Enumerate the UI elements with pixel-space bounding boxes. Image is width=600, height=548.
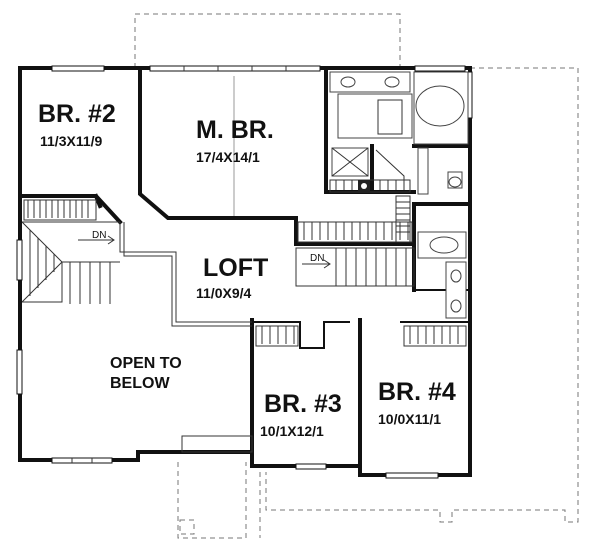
master-bath-fixtures (329, 71, 469, 195)
br4-name: BR. #4 (378, 378, 456, 406)
hall-bath-fixtures (417, 231, 467, 319)
br3-name: BR. #3 (264, 390, 342, 418)
br2-name: BR. #2 (38, 100, 116, 128)
windows (16, 65, 473, 479)
open-to-below-line2: BELOW (110, 375, 170, 392)
br3-dims: 10/1X12/1 (260, 423, 324, 439)
open-to-below-line1: OPEN TO (110, 355, 182, 372)
left-stair-dn-label: DN (92, 230, 106, 241)
br2-dims: 11/3X11/9 (40, 133, 103, 149)
mbr-dims: 17/4X14/1 (196, 149, 260, 165)
left-stair: DN (21, 221, 120, 304)
loft-name: LOFT (203, 254, 268, 282)
dashed-outlines (134, 13, 579, 539)
loft-stair: DN (295, 247, 415, 287)
mbr-name: M. BR. (196, 116, 274, 144)
railings (119, 76, 253, 453)
br4-dims: 10/0X11/1 (378, 411, 441, 427)
room-labels: BR. #2 11/3X11/9 M. BR. 17/4X14/1 LOFT 1… (38, 100, 456, 439)
loft-dims: 11/0X9/4 (196, 285, 251, 301)
loft-stair-dn-label: DN (310, 253, 324, 264)
